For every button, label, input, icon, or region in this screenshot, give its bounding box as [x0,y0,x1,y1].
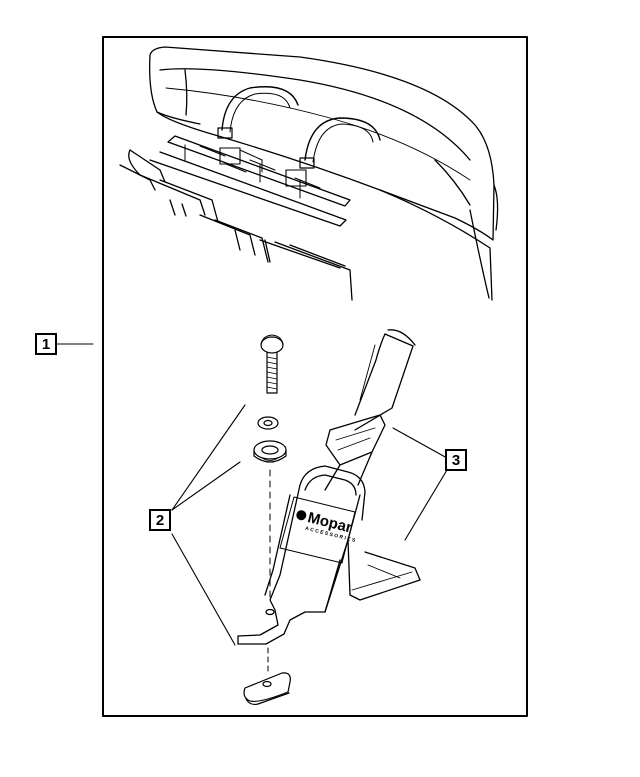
hardware-illustration [243,334,291,706]
nut-plate [243,672,291,702]
callout-3: 3 [445,449,467,471]
leader-line-2a [171,404,246,511]
bolt-head [260,336,284,354]
vehicle-roof-illustration [119,46,499,301]
mopar-logo: Mopar ACCESSORIES [296,509,357,544]
washer-small [257,416,279,430]
leader-line-2c [171,533,236,646]
callout-3-label: 3 [451,451,461,469]
callout-2-label: 2 [155,511,165,529]
washer-large [253,440,287,460]
bracket-body [237,484,361,645]
strap-bracket-illustration [237,329,421,645]
leader-line-2b [171,461,241,511]
leader-lines [56,343,448,646]
callout-2: 2 [149,509,171,531]
leader-line-3a [392,427,448,459]
callout-1: 1 [35,333,57,355]
callout-1-label: 1 [41,335,51,353]
diagram-frame [102,36,528,717]
leader-line-3b [404,469,448,541]
